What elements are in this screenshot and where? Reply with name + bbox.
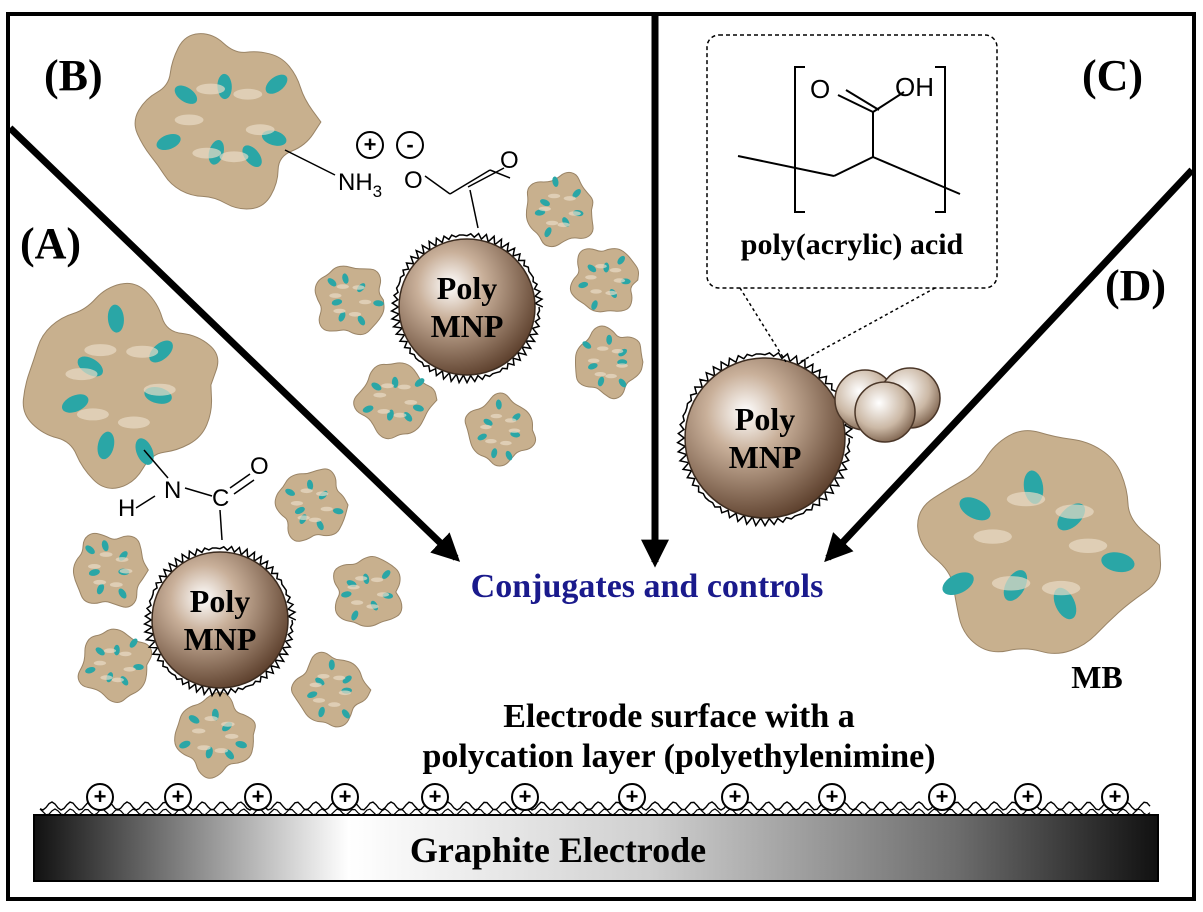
methylene-blue-spheres	[834, 367, 941, 443]
ester-oxygen: O	[404, 167, 423, 194]
polymer-name: poly(acrylic) acid	[741, 228, 964, 261]
protein-structure	[464, 392, 537, 467]
protein-structure	[274, 468, 349, 542]
positive-charge-icon: +	[1014, 783, 1042, 811]
positive-charge-icon: +	[331, 783, 359, 811]
graphite-electrode	[33, 814, 1159, 882]
panel-label-b: (B)	[44, 51, 103, 100]
amide-oxygen: O	[250, 453, 269, 480]
polymer-structure	[737, 66, 961, 213]
protein-structure	[174, 691, 256, 779]
positive-charge-icon: +	[618, 783, 646, 811]
amide-link: N H C O	[118, 449, 269, 541]
protein-structure	[917, 430, 1162, 654]
positive-charge-icon: +	[511, 783, 539, 811]
protein-structure	[333, 556, 403, 627]
svg-text:+: +	[252, 784, 265, 809]
mnp-label-line2: MNP	[729, 439, 802, 475]
protein-structure	[314, 265, 385, 336]
electrostatic-link: + - NH3 O O	[284, 131, 519, 229]
svg-text:+: +	[826, 784, 839, 809]
panel-label-a: (A)	[20, 219, 81, 268]
svg-text:+: +	[729, 784, 742, 809]
svg-text:+: +	[1022, 784, 1035, 809]
panel-label-c: (C)	[1082, 51, 1143, 100]
positive-charge-icon: +	[928, 783, 956, 811]
svg-text:+: +	[172, 784, 185, 809]
acid-carbonyl-oxygen: O	[810, 74, 830, 104]
svg-text:+: +	[94, 784, 107, 809]
amine-plus: +	[364, 132, 377, 157]
panel-label-d: (D)	[1105, 261, 1166, 310]
electrode-label: Graphite Electrode	[410, 830, 706, 870]
positive-charge-icon: +	[721, 783, 749, 811]
positive-charge-icon	[356, 131, 384, 159]
positive-charge-icon: +	[244, 783, 272, 811]
amide-nitrogen: N	[164, 477, 181, 504]
surface-label-line1: Electrode surface with a	[503, 698, 855, 735]
mnp-label-line1: Poly	[190, 583, 250, 619]
positive-charge-icon: +	[421, 783, 449, 811]
arrow-from-d	[824, 167, 1195, 563]
acid-hydroxyl: OH	[895, 72, 934, 102]
positive-charge-icon: +	[818, 783, 846, 811]
protein-structure	[72, 532, 149, 608]
mnp-label-line1: Poly	[735, 401, 795, 437]
protein-structure	[22, 282, 219, 489]
arrow-from-a	[7, 125, 461, 562]
positive-charge-icon: +	[1101, 783, 1129, 811]
mnp-label-line1: Poly	[437, 270, 497, 306]
protein-layer	[22, 33, 1162, 779]
svg-text:+: +	[1109, 784, 1122, 809]
mnp-label-line2: MNP	[184, 621, 257, 657]
svg-text:+: +	[936, 784, 949, 809]
protein-structure	[77, 628, 153, 703]
carboxylate-minus: -	[406, 132, 413, 157]
polycation-layer: + + + + + + + + + + + +	[39, 783, 1151, 816]
amide-hydrogen: H	[118, 495, 135, 522]
mnp-label-line2: MNP	[431, 308, 504, 344]
svg-text:+: +	[519, 784, 532, 809]
svg-text:+: +	[339, 784, 352, 809]
protein-structure	[134, 33, 322, 210]
amide-carbon: C	[212, 485, 229, 512]
svg-text:+: +	[429, 784, 442, 809]
svg-text:+: +	[626, 784, 639, 809]
mb-label: MB	[1071, 659, 1123, 695]
amine-group: NH3	[338, 169, 382, 201]
protein-structure	[291, 651, 372, 728]
protein-structure	[569, 248, 639, 313]
positive-charge-icon: +	[86, 783, 114, 811]
polymer-callout	[706, 34, 998, 289]
center-label: Conjugates and controls	[471, 568, 824, 605]
protein-structure	[525, 171, 594, 248]
protein-structure	[575, 325, 644, 400]
positive-charge-icon: +	[164, 783, 192, 811]
surface-label-line2: polycation layer (polyethylenimine)	[422, 738, 935, 775]
carbonyl-oxygen: O	[500, 147, 519, 174]
negative-charge-icon	[396, 131, 424, 159]
protein-structure	[353, 362, 438, 440]
